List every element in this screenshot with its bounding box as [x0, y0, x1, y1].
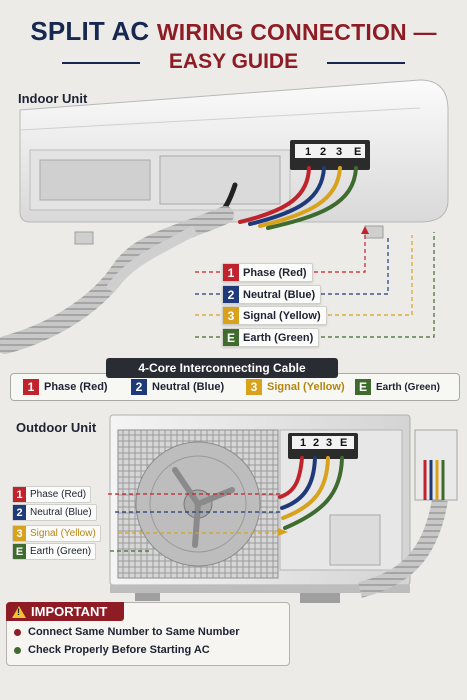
warning-triangle-icon: ! — [12, 605, 26, 618]
subtitle-row: EASY GUIDE — [0, 50, 467, 76]
page-title: SPLIT AC WIRING CONNECTION — — [0, 16, 467, 47]
outdoor-badge-1: 1 — [13, 487, 26, 502]
indoor-label-phase: 1 Phase (Red) — [222, 263, 313, 282]
indoor-badge-1: 1 — [223, 264, 239, 281]
legend-badge-3: 3 — [246, 379, 262, 395]
title-part-1: SPLIT AC — [30, 16, 150, 46]
indoor-badge-e: E — [223, 329, 239, 346]
indoor-text-phase: Phase (Red) — [243, 266, 307, 279]
indoor-text-neutral: Neutral (Blue) — [243, 288, 316, 301]
outdoor-terminal-block: 1 2 3 E — [288, 433, 358, 459]
important-note-1: Connect Same Number to Same Number — [14, 626, 240, 638]
indoor-label-earth: E Earth (Green) — [222, 328, 320, 347]
legend-badge-1: 1 — [23, 379, 39, 395]
important-heading-text: IMPORTANT — [31, 604, 108, 619]
indoor-wires — [212, 166, 358, 230]
outdoor-text-neutral: Neutral (Blue) — [30, 507, 92, 518]
outdoor-unit-label: Outdoor Unit — [16, 420, 97, 435]
legend-text-neutral: Neutral (Blue) — [152, 381, 225, 393]
outdoor-terminal-2: 2 — [313, 437, 319, 449]
outdoor-badge-e: E — [13, 544, 26, 559]
legend-text-signal: Signal (Yellow) — [267, 381, 345, 393]
indoor-label-signal: 3 Signal (Yellow) — [222, 306, 327, 325]
indoor-badge-2: 2 — [223, 286, 239, 303]
outdoor-label-phase: 1 Phase (Red) — [12, 486, 92, 503]
outdoor-badge-2: 2 — [13, 505, 26, 520]
legend-badge-2: 2 — [131, 379, 147, 395]
outdoor-text-earth: Earth (Green) — [30, 546, 92, 557]
indoor-unit-label: Indoor Unit — [18, 91, 88, 106]
outdoor-wires — [278, 456, 344, 530]
outdoor-label-earth: E Earth (Green) — [12, 543, 97, 560]
indoor-terminal-block: 1 2 3 E — [290, 140, 370, 170]
outdoor-label-signal: 3 Signal (Yellow) — [12, 525, 101, 542]
legend-item-signal: 3 Signal (Yellow) — [246, 379, 345, 395]
outdoor-side-wires — [423, 460, 445, 500]
outdoor-text-signal: Signal (Yellow) — [30, 528, 96, 539]
legend-text-phase: Phase (Red) — [44, 381, 108, 393]
indoor-terminal-2: 2 — [320, 146, 326, 158]
bullet-dot-green — [14, 646, 21, 654]
outdoor-label-neutral: 2 Neutral (Blue) — [12, 504, 97, 521]
indoor-terminal-e: E — [354, 146, 361, 158]
legend-item-earth: E Earth (Green) — [355, 379, 440, 395]
indoor-text-signal: Signal (Yellow) — [243, 309, 321, 322]
indoor-terminal-1: 1 — [305, 146, 311, 158]
indoor-text-earth: Earth (Green) — [243, 331, 314, 344]
outdoor-text-phase: Phase (Red) — [30, 489, 87, 500]
indoor-drain-pipe — [105, 225, 198, 293]
outdoor-terminal-1: 1 — [300, 437, 306, 449]
legend-item-neutral: 2 Neutral (Blue) — [131, 379, 224, 395]
legend-badge-e: E — [355, 379, 371, 395]
indoor-badge-3: 3 — [223, 307, 239, 324]
outdoor-badge-3: 3 — [13, 526, 26, 541]
legend-item-phase: 1 Phase (Red) — [23, 379, 108, 395]
important-note-2: Check Properly Before Starting AC — [14, 644, 210, 656]
outdoor-leaders — [108, 493, 283, 552]
important-note-2-text: Check Properly Before Starting AC — [28, 644, 210, 656]
subtitle-rule-right — [327, 62, 405, 64]
outdoor-terminal-e: E — [340, 437, 347, 449]
title-part-2: WIRING CONNECTION — — [156, 19, 437, 45]
important-note-1-text: Connect Same Number to Same Number — [28, 626, 240, 638]
subtitle-rule-left — [62, 62, 140, 64]
indoor-unit — [19, 79, 449, 245]
outdoor-cable-conduit — [357, 498, 448, 598]
important-heading: ! IMPORTANT — [6, 602, 124, 621]
indoor-label-neutral: 2 Neutral (Blue) — [222, 285, 322, 304]
outdoor-terminal-3: 3 — [326, 437, 332, 449]
cable-title-banner: 4-Core Interconnecting Cable — [106, 358, 338, 378]
bullet-dot-red — [14, 628, 21, 636]
indoor-terminal-3: 3 — [336, 146, 342, 158]
page-subtitle: EASY GUIDE — [168, 50, 299, 73]
legend-text-earth: Earth (Green) — [376, 381, 440, 393]
